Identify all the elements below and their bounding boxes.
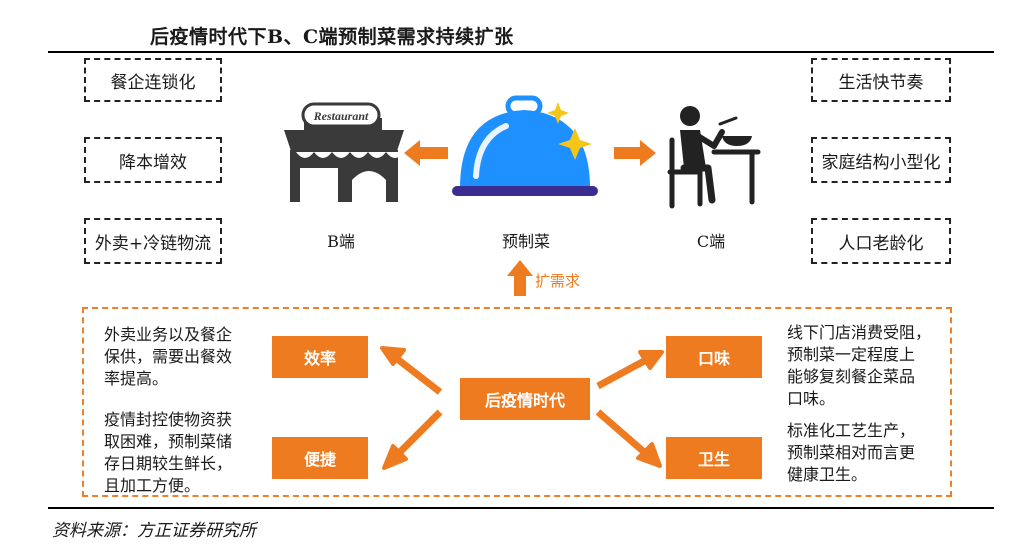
arrow-to-efficiency: [393, 355, 443, 395]
hygiene-box: 卫生: [666, 437, 762, 479]
person-eating-icon: [667, 106, 761, 209]
c-side-label: C端: [696, 232, 726, 251]
c-driver-box: 人口老龄化: [811, 218, 951, 264]
taste-box: 口味: [666, 336, 762, 378]
b-driver-box: 外卖+冷链物流: [84, 218, 222, 264]
arrow-to-c: [614, 140, 656, 166]
arrow-to-taste: [596, 356, 648, 390]
efficiency-note: 外卖业务以及餐企保供，需要出餐效率提高。: [104, 325, 233, 388]
arrow-to-b: [404, 140, 448, 166]
expand-demand-label: 扩需求: [535, 272, 581, 290]
arrow-up: [507, 260, 533, 296]
figure-title: 后疫情时代下B、C端预制菜需求持续扩张: [150, 26, 514, 48]
b-driver-box: 餐企连锁化: [84, 58, 222, 102]
hygiene-note: 标准化工艺生产，预制菜相对而言更健康卫生。: [787, 421, 916, 484]
bottom-rule: [48, 507, 994, 509]
convenience-note: 疫情封控使物资获取困难，预制菜储存日期较生鲜长，且加工方便。: [104, 410, 233, 495]
arrow-to-convenience: [395, 409, 443, 457]
post-pandemic-hub: 后疫情时代: [460, 378, 590, 420]
b-side-label: B端: [327, 232, 355, 251]
source-note: 资料来源：方正证券研究所: [52, 521, 256, 541]
cloche-icon: [452, 95, 598, 196]
c-driver-box: 家庭结构小型化: [811, 137, 951, 183]
post-pandemic-panel: [82, 307, 952, 497]
restaurant-sign: Restaurant: [313, 109, 369, 123]
prepared-food-label: 预制菜: [501, 232, 550, 251]
top-rule: [48, 51, 994, 53]
taste-note: 线下门店消费受阻，预制菜一定程度上能够复刻餐企菜品口味。: [787, 323, 932, 408]
efficiency-box: 效率: [272, 336, 368, 378]
convenience-box: 便捷: [272, 437, 368, 479]
c-driver-box: 生活快节奏: [811, 58, 951, 102]
b-driver-box: 降本增效: [84, 137, 222, 183]
restaurant-icon: Restaurant: [284, 102, 404, 202]
arrow-to-hygiene: [595, 409, 647, 455]
